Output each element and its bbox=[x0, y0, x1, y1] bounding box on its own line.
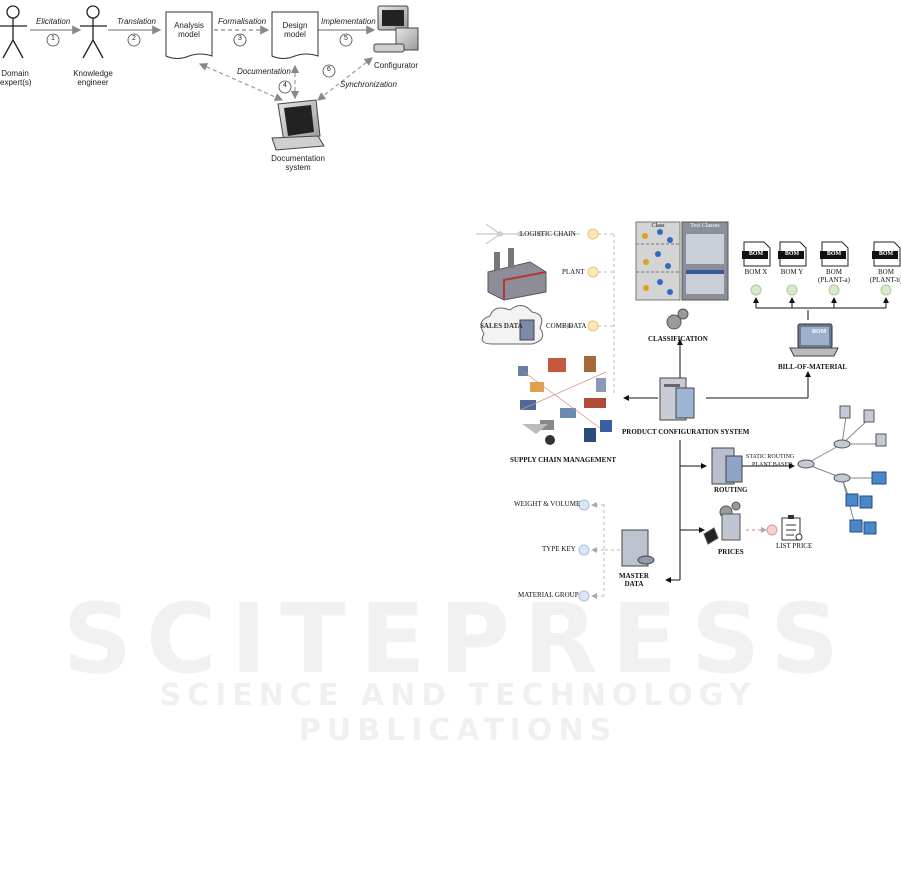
scm-illustration bbox=[518, 356, 612, 445]
routing-network-icon bbox=[805, 415, 880, 529]
type-key-label: TYPE KEY bbox=[542, 545, 576, 553]
step-number-1: 1 bbox=[51, 35, 55, 42]
formalisation-label: Formalisation bbox=[218, 17, 267, 26]
list-price-clipboard-icon bbox=[781, 515, 803, 541]
design-model-doc bbox=[271, 11, 319, 59]
configurator-computer-icon bbox=[373, 5, 419, 53]
bom-doc-icon-1 bbox=[742, 241, 771, 267]
class-panel bbox=[635, 221, 681, 301]
documentation-system-computer-icon bbox=[271, 99, 325, 151]
synchronization-label: Synchronization bbox=[340, 80, 397, 89]
bom-plant-a-label: BOM(PLANT-a) bbox=[817, 268, 850, 284]
plant-label: PLANT bbox=[562, 268, 585, 276]
weight-volume-label: WEIGHT & VOLUME bbox=[514, 500, 581, 508]
sales-data-cloud-icon bbox=[480, 305, 544, 345]
plant-based-label: PLANT BASED bbox=[752, 462, 793, 468]
bom-icon-text-4: BOM bbox=[878, 251, 894, 257]
analysis-model-doc bbox=[165, 11, 213, 59]
test-classes-panel bbox=[681, 221, 729, 301]
documentation-label: Documentation bbox=[237, 67, 291, 76]
classification-label: CLASSIFICATION bbox=[648, 335, 708, 343]
laptop-bom-text: BOM bbox=[812, 329, 827, 335]
product-configuration-server-icon bbox=[659, 377, 695, 421]
master-data-server-icon bbox=[621, 529, 655, 567]
translation-label: Translation bbox=[117, 17, 156, 26]
list-price-label: LIST PRICE bbox=[776, 542, 813, 550]
prices-gears-icon bbox=[703, 501, 741, 545]
bom-doc-icon-3 bbox=[820, 241, 849, 267]
bom-laptop-icon bbox=[789, 323, 839, 357]
domain-expert-figure bbox=[0, 5, 27, 59]
step-number-4: 4 bbox=[283, 82, 287, 89]
static-routing-label: STATIC ROUTING bbox=[746, 454, 795, 460]
sales-data-label: SALES DATA bbox=[480, 322, 523, 330]
implementation-label: Implementation bbox=[321, 17, 376, 26]
material-group-label: MATERIAL GROUP bbox=[518, 591, 579, 599]
step-number-2: 2 bbox=[132, 35, 136, 42]
plant-icon bbox=[487, 248, 547, 301]
step-number-3: 3 bbox=[238, 35, 242, 42]
step-number-5: 5 bbox=[344, 35, 348, 42]
logistic-chain-icon bbox=[476, 223, 580, 245]
prices-label: PRICES bbox=[718, 548, 744, 556]
step-number-6: 6 bbox=[327, 66, 331, 73]
bill-of-material-label: BILL-OF-MATERIAL bbox=[778, 363, 848, 371]
bom-icon-text-2: BOM bbox=[784, 251, 800, 257]
bom-y-label: BOM Y bbox=[780, 268, 804, 276]
elicitation-label: Elicitation bbox=[36, 17, 71, 26]
routing-server-icon bbox=[711, 447, 743, 485]
routing-label: ROUTING bbox=[714, 486, 748, 494]
classification-gears-icon bbox=[666, 308, 689, 330]
product-configuration-system-label: PRODUCT CONFIGURATION SYSTEM bbox=[622, 428, 750, 436]
comb-data-label: COMB DATA bbox=[546, 322, 587, 330]
class-header: Class bbox=[651, 223, 665, 229]
logistic-chain-label: LOGISTIC CHAIN bbox=[520, 230, 576, 238]
scm-label: SUPPLY CHAIN MANAGEMENT bbox=[510, 456, 617, 464]
bom-plant-b-label: BOM(PLANT-b) bbox=[869, 268, 901, 284]
configurator-label: Configurator bbox=[374, 61, 419, 70]
knowledge-engineer-figure bbox=[80, 5, 107, 59]
bom-icon-text-3: BOM bbox=[826, 251, 842, 257]
bom-x-label: BOM X bbox=[744, 268, 768, 276]
bom-icon-text-1: BOM bbox=[748, 251, 764, 257]
bom-doc-icon-4 bbox=[872, 241, 901, 267]
bom-doc-icon-2 bbox=[778, 241, 807, 267]
test-classes-header: Test Classes bbox=[690, 223, 720, 229]
